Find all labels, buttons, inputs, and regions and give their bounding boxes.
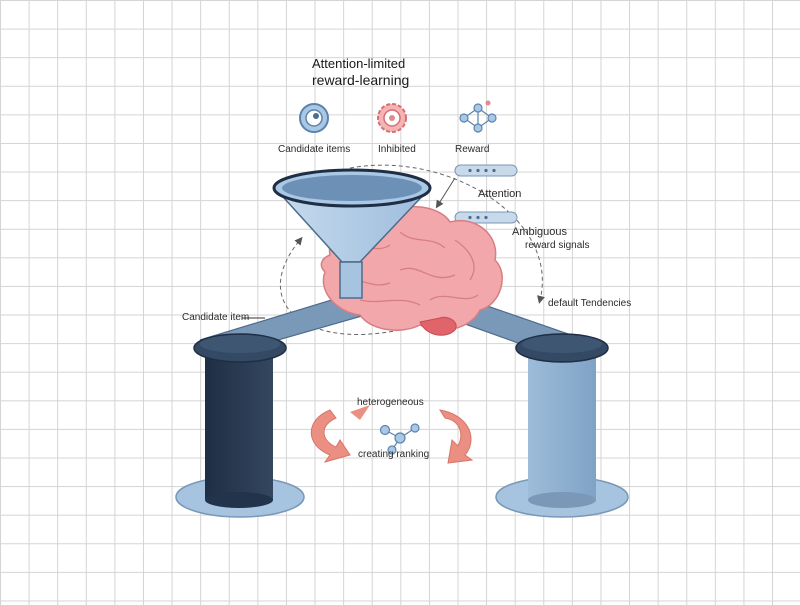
attention-pointer-arrow (435, 177, 456, 209)
title-line-2: reward-learning (312, 72, 410, 88)
title-line-1: Attention-limited (312, 56, 406, 71)
label-ambiguous-line2: reward signals (525, 240, 590, 251)
right-pillar (528, 348, 596, 500)
label-candidate-item: Candidate item (182, 312, 250, 323)
label-attention: Attention (478, 188, 522, 200)
cycle-arrow-left (279, 236, 401, 335)
label-ambiguous-line1: Ambiguous (512, 226, 568, 238)
left-pillar (205, 348, 273, 500)
label-inhibited: Inhibited (378, 144, 416, 155)
cycle-arrows-icon (310, 405, 474, 464)
gear-flower-icon (377, 103, 407, 133)
label-default-tendencies: default Tendencies (548, 298, 632, 309)
funnel-icon (272, 168, 432, 299)
network-icon (459, 100, 497, 133)
target-icon (299, 103, 329, 133)
label-candidate-items: Candidate items (278, 144, 351, 155)
label-heterogeneous: heterogeneous (357, 397, 424, 408)
label-reward: Reward (455, 144, 490, 155)
attention-pill-bottom (454, 211, 518, 224)
label-creating-ranking: creating ranking (358, 449, 430, 460)
attention-pill-top (454, 164, 518, 177)
